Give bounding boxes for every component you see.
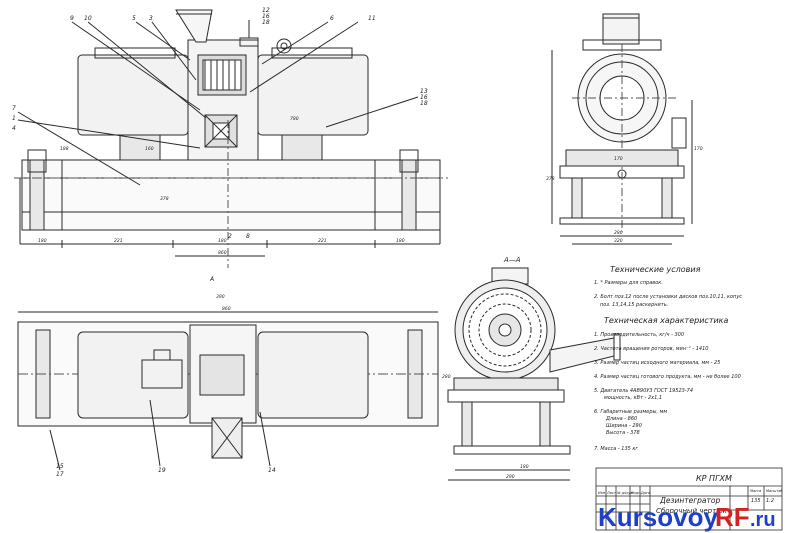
callout-2: 2 [228, 233, 232, 240]
dim-plan-1: 860 [222, 306, 231, 312]
scale-value: 1:2 [766, 498, 774, 504]
svg-text:RF: RF [715, 502, 750, 532]
tech-specs: Техническая характеристика 1. Производит… [594, 316, 741, 452]
dim-front-6: 860 [218, 250, 227, 256]
dim-front-5: 180 [396, 238, 405, 244]
drawing-type: Сборочный чертеж [656, 507, 727, 515]
dim-side-2: 320 [614, 238, 623, 244]
dim-front-4: 221 [318, 238, 327, 244]
dim-plan-3: 390 [216, 294, 225, 300]
dim-section-2: 290 [506, 474, 515, 480]
front-view [14, 9, 448, 268]
tech-conditions-title: Технические условия [610, 265, 701, 274]
callout-17: 17 [56, 471, 64, 478]
callout-10: 10 [84, 15, 92, 22]
callout-18b: 18 [420, 100, 428, 107]
callout-18a: 18 [262, 19, 270, 26]
plan-view-labels: 15 17 19 14 [56, 463, 276, 478]
svg-text:Kursovoy: Kursovoy [598, 502, 718, 532]
spec-5: 5. Двигатель 4АВ90У3 ГОСТ 19523-74 [594, 388, 693, 394]
dim-front-7: 780 [290, 116, 299, 122]
spec-6c: Высота - 378 [606, 430, 640, 436]
spec-7: 7. Масса - 135 кг [594, 446, 638, 452]
header-doc: № докум. [616, 491, 634, 495]
spec-2: 2. Частота вращения роторов, мин⁻¹ - 141… [594, 346, 708, 352]
kursovoyrf-watermark-logo: Kursovoy RF .ru [598, 502, 776, 532]
col-mass: Масса [750, 489, 761, 493]
svg-text:.ru: .ru [750, 509, 776, 531]
dim-front-3: 180 [218, 238, 227, 244]
title-block [595, 467, 783, 531]
spec-5b: мощность, кВт - 2х1,1 [604, 395, 662, 401]
callout-12: 12 [262, 7, 270, 14]
plan-view-dimensions: 860 280 390 [216, 294, 451, 380]
header-sign: Подп. [631, 491, 642, 495]
tech-conditions: Технические условия 1. * Размеры для спр… [594, 265, 742, 308]
section-label: А—А [503, 256, 521, 264]
dim-front-2: 221 [114, 238, 123, 244]
callout-9: 9 [70, 15, 74, 22]
header-list: Лист [606, 491, 617, 495]
front-view-dimensions: 180 221 180 221 180 860 780 378 160 188 [38, 116, 405, 256]
section-view [447, 267, 621, 481]
spec-3: 3. Размер частиц исходного материала, мм… [594, 360, 720, 366]
mass-value: 135 [751, 498, 761, 504]
tech-condition-2b: поз. 13,14,15 раскернить. [600, 302, 668, 308]
callout-15: 15 [56, 463, 64, 470]
dim-side-3: 378 [546, 176, 555, 182]
callout-14: 14 [268, 467, 276, 474]
tech-specs-title: Техническая характеристика [604, 316, 729, 325]
spec-6b: Ширина - 290 [606, 423, 642, 429]
section-view-dimensions: 180 290 [506, 464, 529, 480]
header-date: Дата [640, 491, 650, 495]
callout-3: 3 [149, 15, 153, 22]
dim-front-8: 378 [160, 196, 169, 202]
dim-side-4: 170 [614, 156, 623, 162]
callout-13: 13 [420, 88, 428, 95]
dim-side-5: 170 [694, 146, 703, 152]
view-marker-a: А [209, 276, 214, 283]
callout-4: 4 [12, 125, 16, 132]
dim-side-1: 280 [614, 230, 623, 236]
callout-1: 1 [12, 115, 16, 122]
dim-front-10: 188 [60, 146, 69, 152]
product-name: Дезинтегратор [659, 496, 720, 505]
side-view [551, 13, 693, 245]
tech-condition-2: 2. Болт поз.12 после установки дисков по… [594, 294, 742, 300]
header-izm: Изм [598, 491, 605, 495]
callout-5: 5 [132, 15, 136, 22]
spec-6: 6. Габаритные размеры, мм [594, 409, 667, 415]
callout-6: 6 [330, 15, 334, 22]
callout-7: 7 [12, 105, 16, 112]
title-block-text: КР ПГХМ Дезинтегратор Сборочный чертеж М… [598, 474, 783, 515]
spec-4: 4. Размер частиц готового продукта, мм -… [594, 374, 741, 380]
callout-16b: 16 [420, 94, 428, 101]
dim-front-9: 160 [145, 146, 154, 152]
dim-section-1: 180 [520, 464, 529, 470]
dim-plan-2: 280 [442, 374, 451, 380]
doc-code: КР ПГХМ [696, 474, 732, 483]
col-scale: Масштаб [766, 489, 783, 493]
dim-front-1: 180 [38, 238, 47, 244]
spec-1: 1. Производительность, кг/ч - 300 [594, 332, 684, 338]
callout-16a: 16 [262, 13, 270, 20]
side-view-dimensions: 280 320 378 170 170 [546, 146, 703, 244]
callout-11: 11 [368, 15, 376, 22]
tech-condition-1: 1. * Размеры для справок. [594, 280, 663, 286]
callout-19: 19 [158, 467, 166, 474]
plan-view [17, 311, 439, 471]
callout-8: 8 [246, 233, 250, 240]
spec-6a: Длина - 860 [605, 416, 637, 422]
front-view-labels: 9 10 5 3 12 16 18 6 11 7 1 4 13 16 18 2 … [12, 7, 428, 240]
